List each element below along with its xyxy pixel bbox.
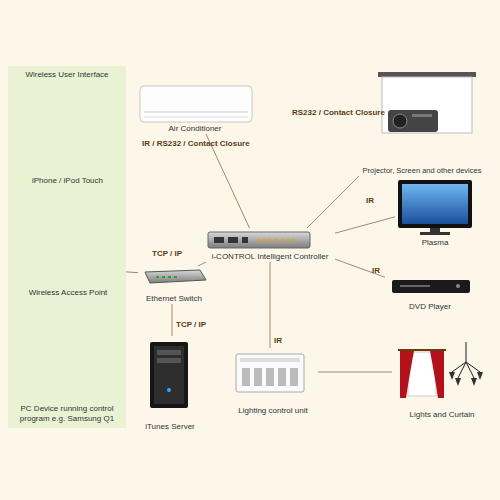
lights-curtain-illustration (398, 342, 483, 398)
air-conditioner-illustration (140, 86, 252, 122)
device-caption: iPhone / iPod Touch (32, 176, 103, 186)
device-node: Ethernet Switch (138, 266, 210, 304)
device-node: iPhone / iPod Touch (20, 92, 115, 186)
connector-line (335, 259, 385, 277)
device-node: Plasma (395, 176, 475, 248)
connector-label: IR (366, 196, 374, 206)
device-caption: DVD Player (409, 302, 451, 312)
device-caption: PC Device running control program e.g. S… (12, 404, 122, 424)
connector-label: RS232 / Contact Closure (292, 108, 385, 118)
lighting-unit-illustration (236, 354, 304, 392)
device-caption: Lighting control unit (238, 406, 307, 416)
connector-label: IR / RS232 / Contact Closure (142, 139, 250, 149)
device-caption: i-CONTROL Intelligent Controller (212, 252, 329, 262)
panel-heading: Wireless User Interface (25, 70, 108, 80)
device-caption: Projector, Screen and other devices (363, 166, 482, 176)
device-node: iTunes Server (140, 336, 200, 432)
dvd-player-illustration (392, 280, 470, 293)
server-illustration (150, 342, 188, 408)
connector-line (307, 176, 359, 228)
device-node: DVD Player (385, 274, 475, 312)
device-node: PC Device running control program e.g. S… (12, 342, 122, 424)
connector-line (318, 372, 392, 373)
connector-label: TCP / IP (152, 249, 182, 259)
plasma-illustration (398, 180, 472, 235)
connector-label: IR (372, 266, 380, 276)
connector-line (198, 262, 206, 266)
device-node: Air Conditioner (135, 82, 255, 134)
device-caption: Lights and Curtain (410, 410, 475, 420)
switch-illustration (145, 270, 206, 283)
connector-line (206, 134, 249, 228)
device-caption: Plasma (422, 238, 449, 248)
interface-panel: Wireless User Interface iPhone / iPod Tou… (8, 66, 126, 428)
connector-label: TCP / IP (176, 320, 206, 330)
connector-line (172, 304, 173, 336)
device-node: Wireless Access Point (18, 238, 118, 298)
device-node: i-CONTROL Intelligent Controller (205, 228, 335, 262)
device-caption: Ethernet Switch (146, 294, 202, 304)
connector-line (335, 217, 395, 233)
device-node: Lights and Curtain (392, 342, 492, 420)
device-node: Projector, Screen and other devices (348, 70, 496, 176)
controller-illustration (208, 232, 310, 248)
device-caption: Air Conditioner (169, 124, 222, 134)
device-node: Lighting control unit (228, 348, 318, 416)
connector-label: IR (274, 336, 282, 346)
device-caption: iTunes Server (145, 422, 195, 432)
device-caption: Wireless Access Point (29, 288, 108, 298)
projector-illustration (378, 72, 476, 133)
connector-line (270, 262, 271, 348)
